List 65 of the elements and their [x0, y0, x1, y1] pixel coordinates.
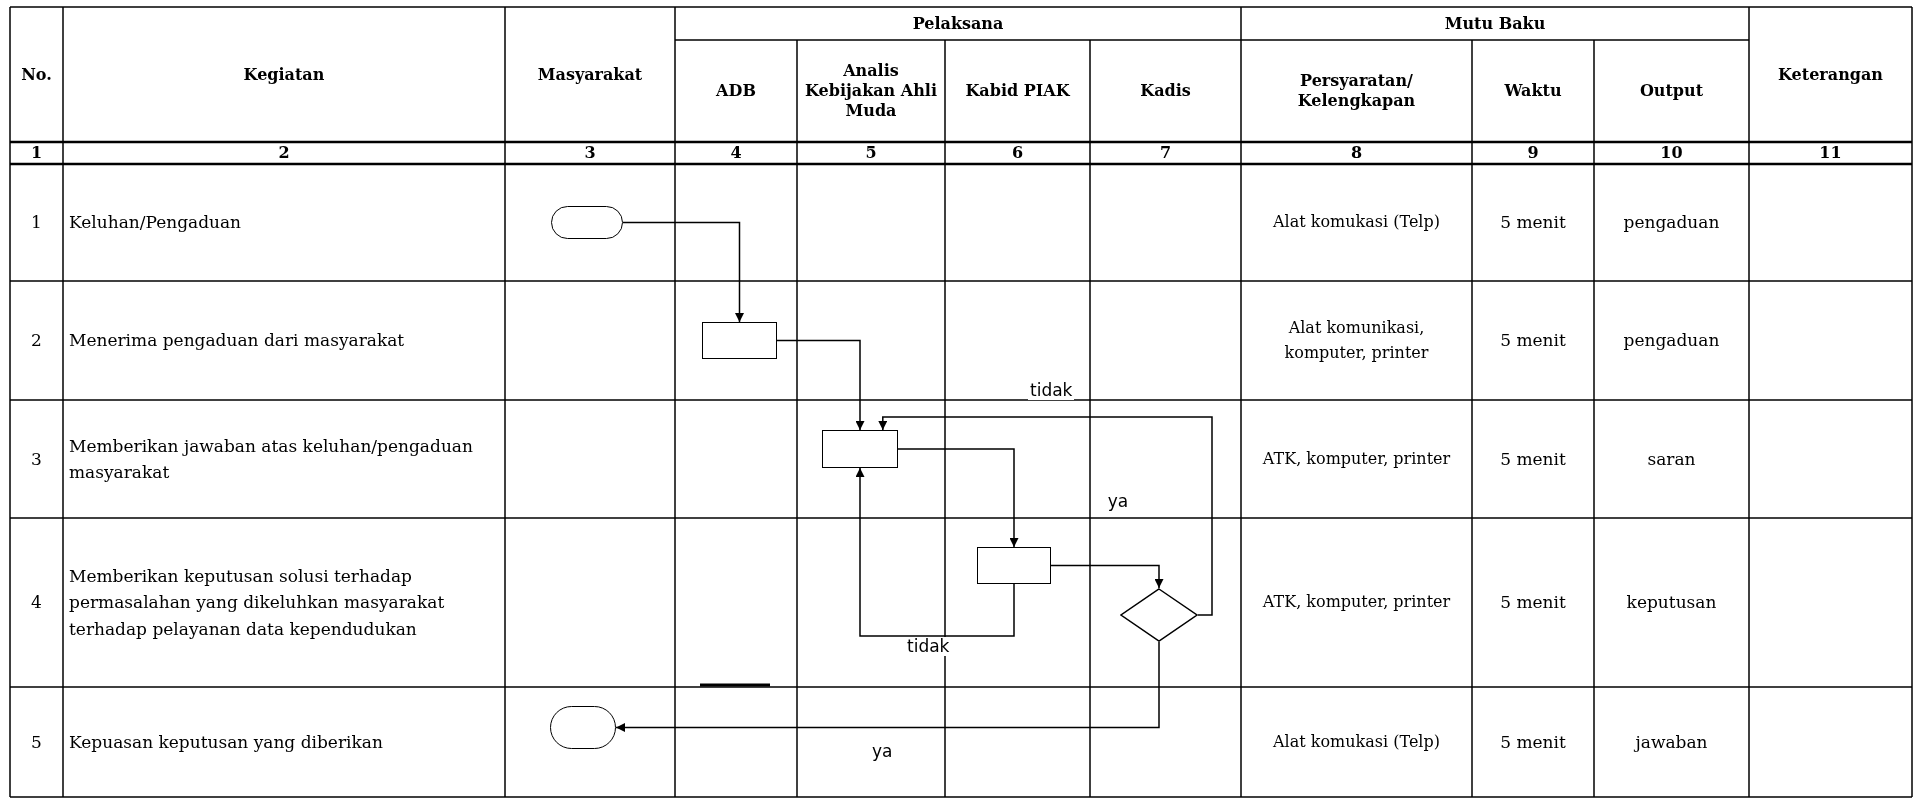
decision-diamond	[1120, 588, 1198, 642]
activity-text: Kepuasan keputusan yang diberikan	[69, 730, 383, 754]
output-text: keputusan	[1626, 591, 1717, 615]
column-header: Masyarakat	[537, 64, 643, 85]
column-header: Pelaksana	[912, 13, 1004, 34]
row-number: 2	[31, 329, 42, 353]
arrow	[1050, 564, 1164, 589]
activity-text: Menerima pengaduan dari masyarakat	[69, 329, 405, 353]
column-number: 3	[584, 143, 596, 163]
column-header: Kabid PIAK	[965, 81, 1070, 101]
column-header: Analis Kebijakan Ahli Muda	[804, 61, 938, 121]
duration-text: 5 menit	[1500, 447, 1566, 471]
column-header: ADB	[716, 81, 756, 101]
requirement-text: ATK, komputer, printer	[1262, 447, 1451, 470]
column-header: Kadis	[1140, 81, 1191, 101]
requirement-text: Alat komunikasi, komputer, printer	[1283, 316, 1430, 364]
output-text: pengaduan	[1623, 211, 1720, 235]
column-header: Kegiatan	[243, 64, 325, 85]
column-number: 4	[730, 143, 742, 163]
duration-text: 5 menit	[1500, 211, 1566, 235]
output-text: pengaduan	[1623, 329, 1720, 353]
duration-text: 5 menit	[1500, 591, 1566, 615]
activity-text: Keluhan/Pengaduan	[69, 211, 242, 235]
column-header: Persyaratan/ Kelengkapan	[1296, 71, 1417, 111]
output-text: jawaban	[1635, 730, 1708, 754]
process-box	[822, 430, 898, 468]
column-number: 11	[1819, 143, 1842, 163]
terminator-shape	[551, 206, 623, 239]
column-number: 1	[30, 143, 43, 163]
row-number: 3	[31, 447, 42, 471]
output-text: saran	[1647, 447, 1696, 471]
column-number: 7	[1159, 143, 1172, 163]
column-number: 6	[1011, 143, 1024, 163]
arrow	[855, 467, 1015, 637]
requirement-text: Alat komukasi (Telp)	[1273, 211, 1440, 234]
edge-label: tidak	[905, 637, 952, 656]
column-number: 8	[1350, 143, 1363, 163]
column-number: 10	[1660, 143, 1683, 163]
row-number: 4	[31, 591, 42, 615]
column-number: 2	[278, 143, 290, 163]
duration-text: 5 menit	[1500, 730, 1566, 754]
branch-label: ya	[1107, 489, 1129, 513]
terminator-shape	[550, 706, 616, 749]
column-header: No.	[21, 64, 52, 85]
arrow	[897, 448, 1019, 548]
column-number: 9	[1527, 143, 1539, 163]
arrow	[878, 416, 1213, 616]
edge-label: tidak	[1028, 381, 1075, 400]
column-header: Mutu Baku	[1444, 13, 1546, 34]
process-box	[702, 322, 777, 359]
activity-text: Memberikan jawaban atas keluhan/pengaduan masyarakat	[69, 434, 474, 484]
arrow	[615, 641, 1160, 732]
column-header: Waktu	[1504, 81, 1562, 101]
process-box	[977, 547, 1051, 584]
arrow	[776, 339, 865, 431]
activity-text: Memberikan keputusan solusi terhadap permasalahan yang dikeluhkan masyarakat terhadap pelayanan data kependudukan	[69, 565, 446, 641]
row-number: 5	[31, 730, 42, 754]
requirement-text: Alat komukasi (Telp)	[1273, 730, 1440, 753]
duration-text: 5 menit	[1500, 329, 1566, 353]
row-number: 1	[31, 211, 42, 235]
arrow	[622, 221, 744, 323]
column-number: 5	[865, 143, 877, 163]
column-header: Keterangan	[1778, 64, 1883, 85]
requirement-text: ATK, komputer, printer	[1262, 591, 1451, 614]
column-header: Output	[1639, 81, 1704, 101]
